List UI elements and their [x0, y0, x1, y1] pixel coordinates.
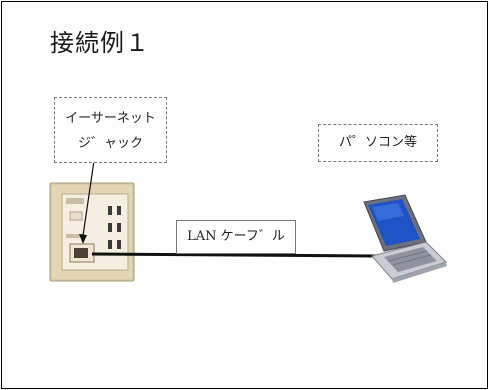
ethernet-jack-label-line2: ジ゛ャック	[77, 136, 143, 151]
ethernet-jack-label: イーサーネット ジ゛ャック	[54, 97, 167, 163]
page-title: 接続例１	[50, 29, 150, 57]
lan-cable-label: LAN ケーフ゛ル	[176, 220, 296, 254]
ethernet-jack-label-line1: イーサーネット	[65, 111, 156, 126]
pc-label: パ゜ソコン等	[318, 124, 438, 162]
